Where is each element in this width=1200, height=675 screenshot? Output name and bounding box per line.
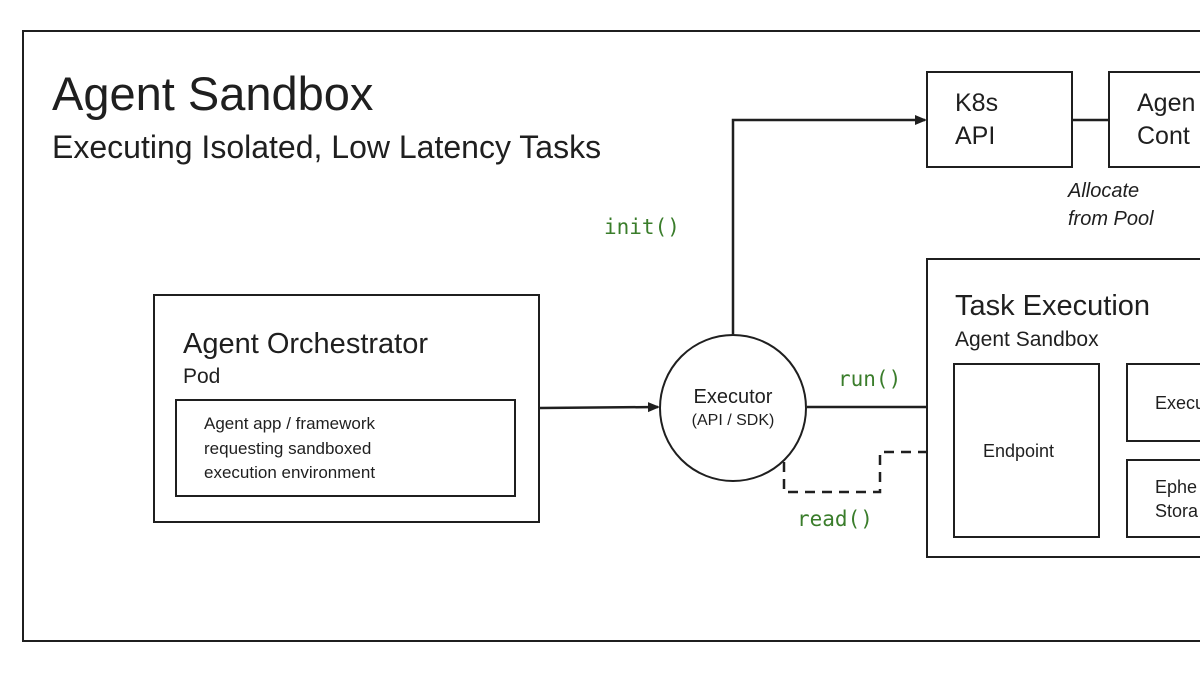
executor-subtitle: (API / SDK)	[691, 412, 775, 429]
endpoint-box	[953, 363, 1100, 538]
agent-app-line-3: execution environment	[204, 463, 376, 482]
diagram-frame	[22, 30, 1200, 642]
init-arrow	[731, 115, 927, 334]
agent-app-line-2: requesting sandboxed	[204, 439, 372, 458]
ephemeral-storage-line-2: Stora	[1155, 501, 1199, 521]
k8s-api-line-2: API	[955, 122, 996, 150]
run-call-label: run()	[838, 367, 902, 391]
executor-node: Executor (API / SDK)	[659, 334, 807, 482]
agent-app-line-1: Agent app / framework	[204, 414, 376, 433]
agent-orchestrator-title: Agent Orchestrator	[183, 328, 428, 360]
ephemeral-storage-line-1: Ephe	[1155, 477, 1198, 497]
agent-controller-box	[1108, 71, 1200, 168]
orchestrator-to-executor-arrow	[539, 402, 660, 413]
diagram-title: Agent Sandbox	[52, 67, 374, 120]
agent-controller-line-2: Cont	[1137, 122, 1190, 150]
allocate-note-line-2: from Pool	[1068, 208, 1154, 230]
ephemeral-storage-box	[1126, 459, 1200, 538]
agent-orchestrator-subtitle: Pod	[183, 365, 221, 388]
sandbox-executor-label: Execu	[1155, 393, 1200, 413]
diagram-subtitle: Executing Isolated, Low Latency Tasks	[52, 129, 602, 165]
executor-title: Executor	[693, 386, 773, 408]
agent-app-box	[175, 399, 516, 497]
k8s-api-box	[926, 71, 1073, 168]
sandbox-executor-box	[1126, 363, 1200, 442]
read-call-label: read()	[797, 507, 873, 531]
endpoint-label: Endpoint	[983, 441, 1055, 461]
allocate-note-line-1: Allocate	[1068, 180, 1140, 202]
task-execution-title: Task Execution	[955, 290, 1151, 322]
k8s-api-line-1: K8s	[955, 89, 999, 117]
init-call-label: init()	[604, 215, 680, 239]
agent-controller-line-1: Agen	[1137, 89, 1196, 117]
task-execution-subtitle: Agent Sandbox	[955, 328, 1099, 351]
read-dashed-link	[782, 450, 927, 494]
